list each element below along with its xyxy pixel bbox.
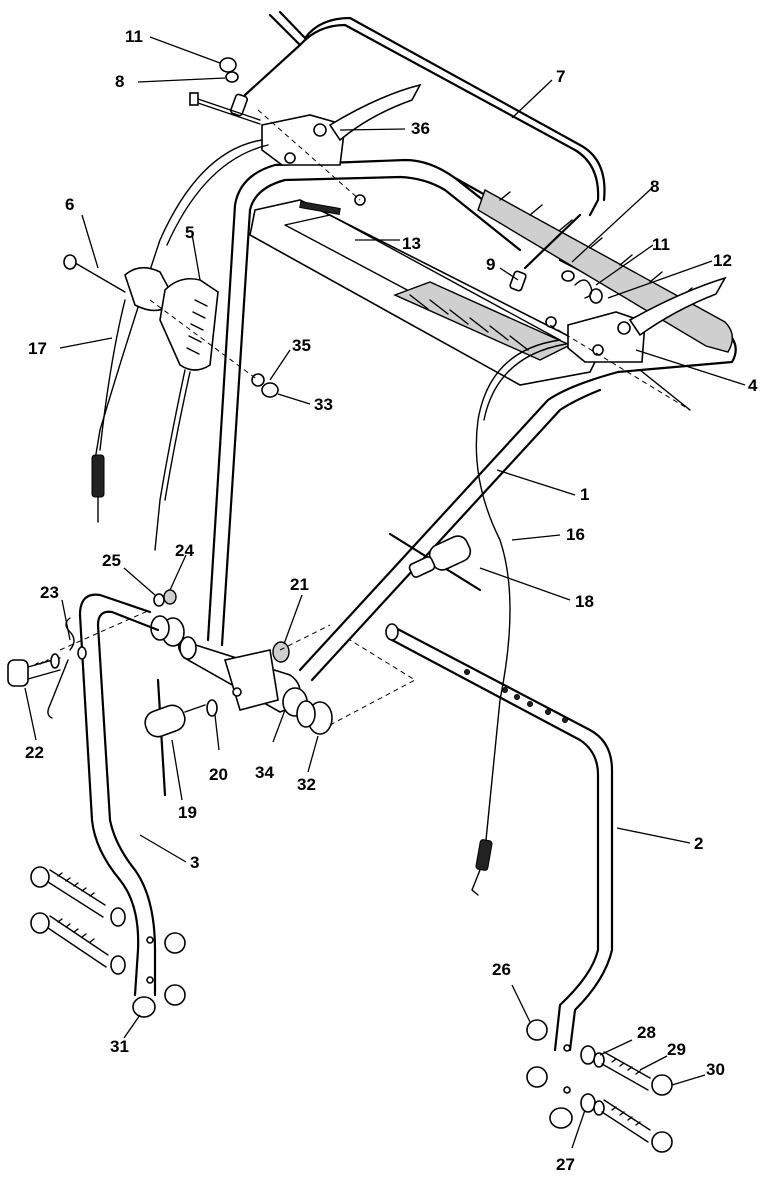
callout-27: 27: [556, 1155, 575, 1174]
callout-26: 26: [492, 960, 511, 979]
callout-36: 36: [411, 119, 430, 138]
callout-8-top: 8: [115, 72, 124, 91]
callout-17: 17: [28, 339, 47, 358]
callout-16: 16: [566, 525, 585, 544]
cable-17: [91, 299, 126, 523]
top-bar: [229, 10, 606, 292]
lower-handle-left: [78, 593, 160, 997]
top-hardware: [63, 57, 691, 411]
callout-8-right: 8: [650, 177, 659, 196]
callout-1: 1: [580, 485, 589, 504]
callout-29: 29: [667, 1040, 686, 1059]
lower-handle-right: [385, 623, 614, 1094]
callout-3: 3: [190, 853, 199, 872]
callout-24: 24: [175, 541, 194, 560]
callout-32: 32: [297, 775, 316, 794]
callout-12-top: 11: [125, 27, 143, 46]
lower-left-bolts: [30, 866, 186, 1018]
pivot-bracket: [177, 636, 308, 717]
leader-lines: [24, 36, 746, 1149]
callout-5: 5: [185, 223, 194, 242]
callout-33: 33: [314, 395, 333, 414]
callout-18: 18: [575, 592, 594, 611]
callouts: 11 8 7 36 6 5 8 13 11 12 9 17 35 33 4 1 …: [25, 27, 758, 1174]
callout-22: 22: [25, 743, 44, 762]
lower-right-bolts: [526, 1019, 673, 1153]
callout-25: 25: [102, 551, 121, 570]
callout-23: 23: [40, 583, 59, 602]
callout-6: 6: [65, 195, 74, 214]
right-control-lever: [567, 276, 727, 363]
callout-7: 7: [556, 67, 565, 86]
callout-20: 20: [209, 765, 228, 784]
callout-12-right: 12: [713, 251, 732, 270]
alignment-lines: [59, 109, 691, 726]
callout-28: 28: [637, 1023, 656, 1042]
cable-16: [471, 339, 567, 896]
bushings: [150, 589, 333, 735]
callout-13: 13: [402, 234, 421, 253]
knob-19: [144, 678, 218, 797]
knob-18: [388, 532, 482, 592]
throttle-lever: [124, 266, 219, 551]
bolt-22: [7, 653, 61, 687]
callout-4: 4: [748, 376, 758, 395]
callout-19: 19: [178, 803, 197, 822]
callout-11: 11: [652, 235, 670, 254]
callout-30: 30: [706, 1060, 725, 1079]
callout-34: 34: [255, 763, 274, 782]
callout-9: 9: [486, 255, 495, 274]
left-control-lever: [94, 83, 422, 461]
callout-31: 31: [110, 1037, 129, 1056]
callout-2: 2: [694, 834, 703, 853]
callout-21: 21: [290, 575, 309, 594]
callout-35: 35: [292, 336, 311, 355]
